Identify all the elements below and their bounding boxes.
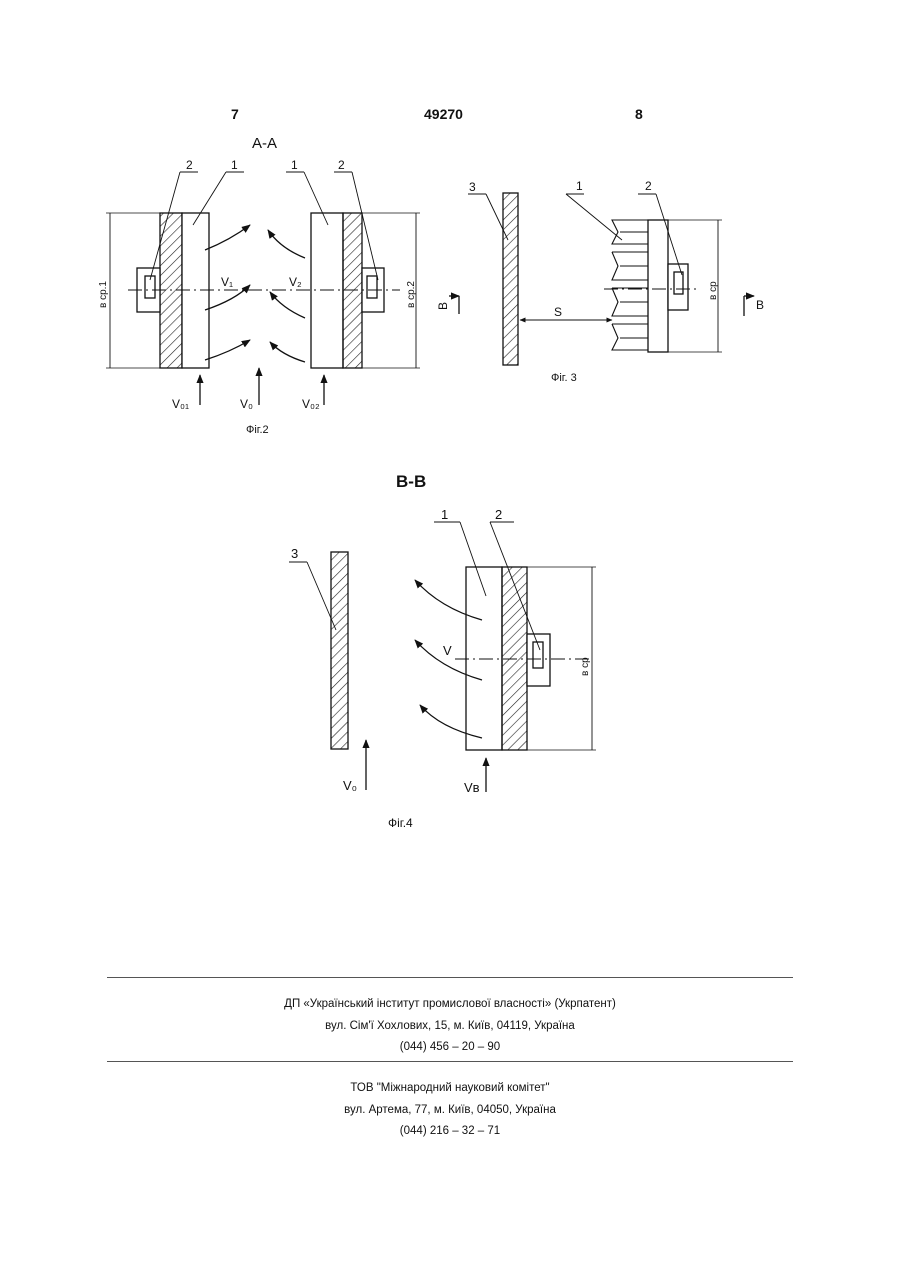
fig2-label-1-right: 1 — [291, 158, 298, 172]
org2-phone: (044) 216 – 32 – 71 — [0, 1125, 900, 1137]
fig2-label-1-left: 1 — [231, 158, 238, 172]
fig4-velocity-v: V — [443, 643, 452, 658]
org2-name: ТОВ "Міжнародний науковий комітет" — [0, 1082, 900, 1094]
fig4-velocity-vb: Vв — [464, 780, 480, 795]
fig2-right-hatched-layer — [343, 213, 362, 368]
fig2-label-2-left: 2 — [186, 158, 193, 172]
figure-3: 3 1 2 S в ср В Фіг. 3 — [468, 179, 764, 384]
org1-phone: (044) 456 – 20 – 90 — [0, 1041, 900, 1053]
fig3-label-2: 2 — [645, 179, 652, 193]
fig3-gap-label: S — [554, 305, 562, 319]
fig2-velocity-v01: V₀₁ — [172, 397, 189, 411]
fig3-base — [648, 220, 668, 352]
org1-name: ДП «Український інститут промислової вла… — [0, 998, 900, 1010]
fig3-label-3: 3 — [469, 180, 476, 194]
fig2-left-plate — [182, 213, 209, 368]
fig2-velocity-v1: V₁ — [221, 275, 233, 289]
section-title-a-a: А-А — [252, 135, 277, 152]
fig2-velocity-v02: V₀₂ — [302, 397, 320, 411]
fig4-label-3: 3 — [291, 546, 298, 561]
fig3-dimension: в ср — [708, 281, 719, 300]
fig2-velocity-v2: V₂ — [289, 275, 302, 289]
fig2-right-plate — [311, 213, 343, 368]
fig2-velocity-v0: V₀ — [240, 397, 253, 411]
fig2-section-mark: В — [436, 302, 450, 310]
section-title-b-b: В-В — [396, 472, 426, 491]
footer-divider-bottom — [107, 1061, 793, 1062]
fig4-label-1: 1 — [441, 507, 448, 522]
figure-2: А-А — [98, 135, 459, 436]
org1-address: вул. Сім'ї Хохлових, 15, м. Київ, 04119,… — [0, 1020, 900, 1032]
fig3-label-1: 1 — [576, 179, 583, 193]
fig2-left-hatched-layer — [160, 213, 182, 368]
fig4-hatched-layer — [502, 567, 527, 750]
fig4-wall — [331, 552, 348, 749]
figure-4: В-В 3 1 2 V V₀ Vв в ср Фіг.4 — [289, 472, 596, 830]
fig3-caption: Фіг. 3 — [551, 372, 577, 384]
org2-address: вул. Артема, 77, м. Київ, 04050, Україна — [0, 1104, 900, 1116]
fig2-label-2-right: 2 — [338, 158, 345, 172]
fig3-wall — [503, 193, 518, 365]
fig4-caption: Фіг.4 — [388, 816, 413, 830]
footer-divider-top — [107, 977, 793, 978]
fig4-velocity-v0: V₀ — [343, 778, 357, 793]
fig4-dimension: в ср — [580, 657, 591, 676]
fig4-label-2: 2 — [495, 507, 502, 522]
fig2-dimension-right: в ср.2 — [406, 281, 417, 308]
fig2-caption: Фіг.2 — [246, 424, 269, 436]
fig3-section-mark: В — [756, 298, 764, 312]
fig2-dimension-left: в ср.1 — [98, 281, 109, 308]
fig4-plate — [466, 567, 502, 750]
